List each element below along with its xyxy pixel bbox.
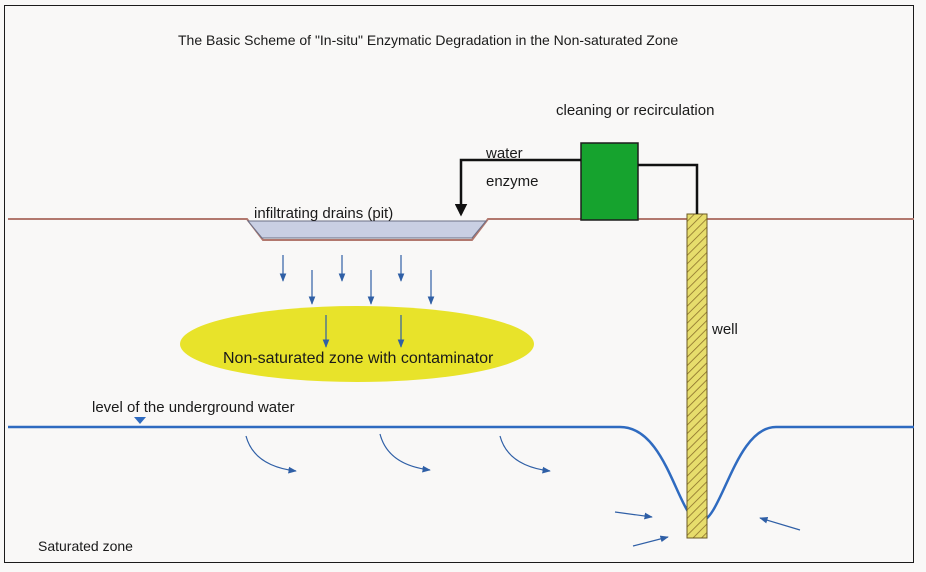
supply-pipe [454,158,581,217]
cleaning-label: cleaning or recirculation [556,102,715,119]
enzyme-label: enzyme [486,173,539,190]
groundwater-flow-arrow [614,511,653,520]
diagram-frame [4,5,914,563]
triangle-down-icon [134,417,146,424]
groundwater-flow-arrow [759,516,801,531]
water-level-label: level of the underground water [92,399,295,416]
groundwater-flow-arrow [632,535,669,547]
nonsaturated-zone-label: Non-saturated zone with contaminator [223,350,494,367]
saturated-zone-label: Saturated zone [38,538,133,554]
return-pipe [638,163,699,214]
infiltration-arrows [279,255,435,348]
diagram-title: The Basic Scheme of "In-situ" Enzymatic … [178,32,679,48]
groundwater-flow-arrows [245,433,801,547]
ground-surface-line [8,218,914,241]
groundwater-level-line [8,425,914,524]
groundwater-flow-arrow [499,435,551,474]
infiltrating-drain-pit [246,220,488,239]
groundwater-flow-arrow [379,433,431,473]
groundwater-flow-arrow [245,435,297,474]
drains-label: infiltrating drains (pit) [254,205,394,222]
water-label: water [486,145,523,162]
treatment-unit [580,142,639,221]
well-label: well [712,321,738,338]
well-casing [686,213,708,539]
contaminated-zone [180,306,534,382]
